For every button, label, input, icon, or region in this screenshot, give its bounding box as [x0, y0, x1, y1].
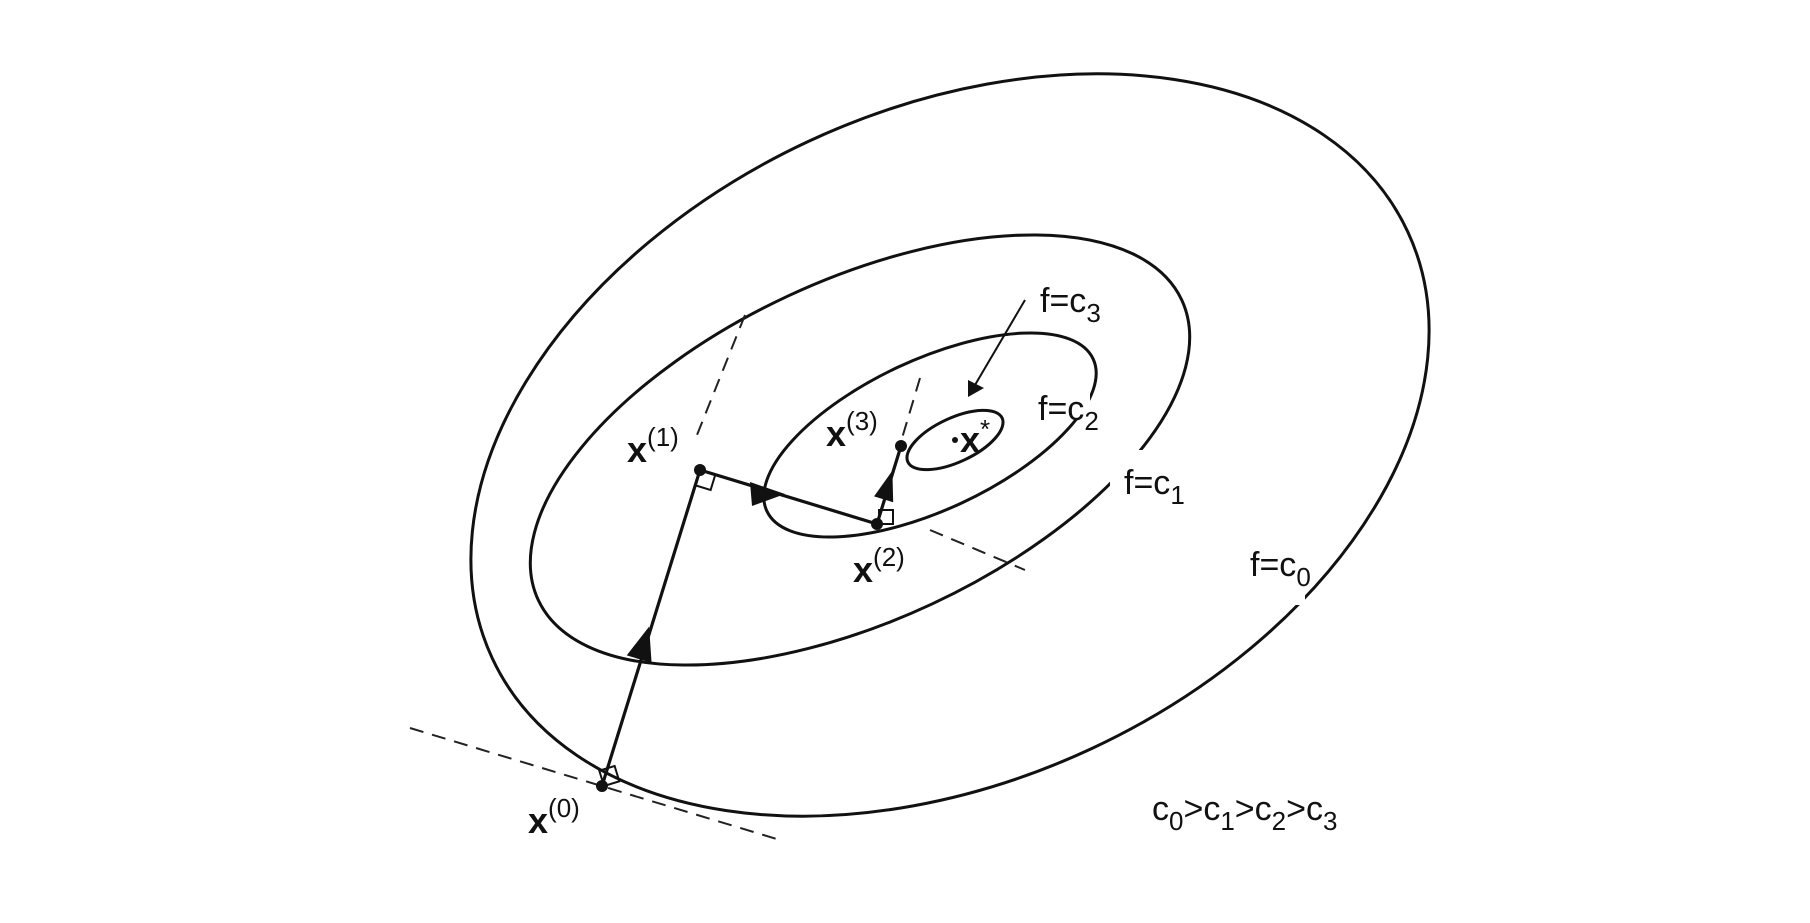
- point-x1: [694, 464, 706, 476]
- label-c1: f=c1: [1124, 464, 1185, 510]
- pointer-c3: [974, 299, 1026, 386]
- contour-c2: [762, 331, 1098, 539]
- label-c0: f=c0: [1250, 546, 1311, 592]
- right-angle-x0: [598, 764, 621, 788]
- point-x2: [871, 518, 883, 530]
- contour-c3: [905, 408, 1005, 472]
- point-x0: [596, 780, 608, 792]
- right-angle-x2: [878, 509, 894, 525]
- label-x0: x(0): [528, 793, 580, 841]
- contour-c1: [528, 233, 1192, 667]
- label-x1: x(1): [627, 422, 679, 470]
- arrow-segment-3: [874, 470, 894, 503]
- gap-c2: [1040, 378, 1090, 418]
- label-c3: f=c3: [1040, 282, 1101, 328]
- gap-c0: [1245, 545, 1305, 605]
- arrow-segment-2: [750, 482, 785, 506]
- level-ordering: c0>c1>c2>c3: [1152, 790, 1337, 836]
- point-xstar: [952, 437, 958, 443]
- label-x3: x(3): [826, 406, 878, 454]
- point-x3: [895, 440, 907, 452]
- tangent-x3: [899, 377, 921, 446]
- label-x2: x(2): [853, 542, 905, 590]
- pointer-c3-head: [968, 380, 984, 397]
- tangent-x2: [929, 529, 1026, 571]
- label-xstar: x*: [960, 414, 990, 460]
- right-angle-x1: [694, 468, 717, 492]
- label-c2: f=c2: [1038, 390, 1099, 436]
- gap-c1: [1110, 450, 1160, 490]
- contour-c0: [469, 72, 1431, 818]
- arrow-segment-1: [626, 626, 652, 663]
- tangent-x0: [409, 727, 781, 841]
